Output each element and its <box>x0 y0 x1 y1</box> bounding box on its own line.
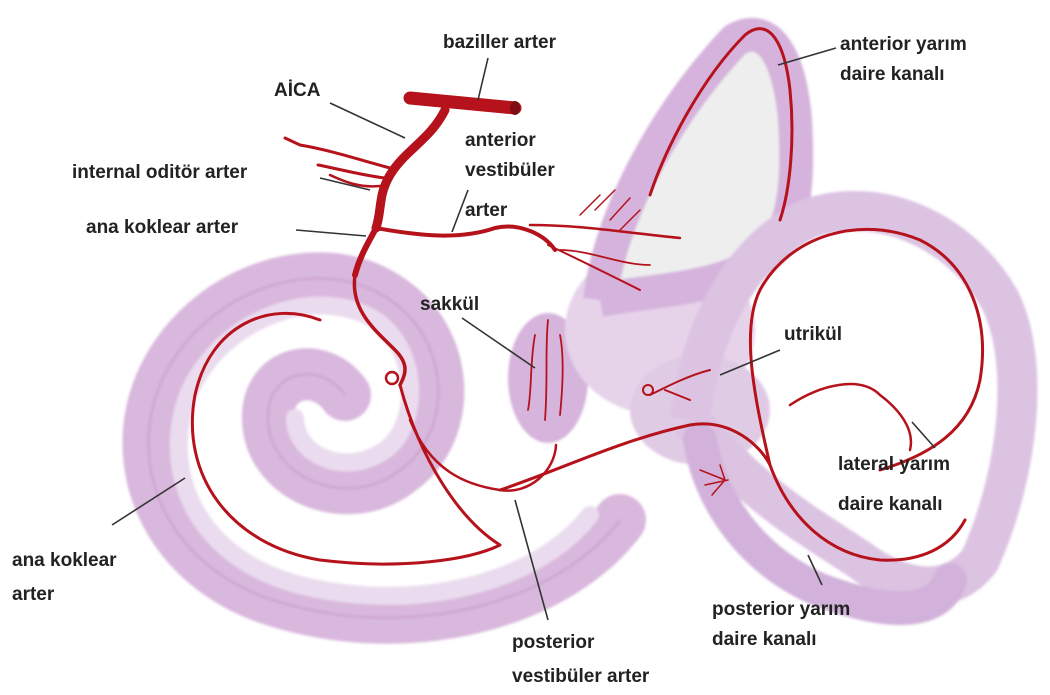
label-ana-koklear-bottom-2: arter <box>12 582 54 607</box>
label-anterior-vestibuler-3: arter <box>465 198 507 223</box>
cochlear-loop <box>386 372 398 384</box>
leader-baziller <box>478 58 488 100</box>
label-posterior-yarim-1: posterior yarım <box>712 597 850 622</box>
label-baziller-arter: baziller arter <box>443 30 556 55</box>
label-anterior-vestibuler-1: anterior <box>465 128 536 153</box>
label-posterior-yarim-2: daire kanalı <box>712 627 817 652</box>
aica-trunk <box>376 110 445 228</box>
label-anterior-yarim-1: anterior yarım <box>840 32 967 57</box>
basilar-artery <box>410 98 515 108</box>
lateral-canal-inner-vessel <box>790 384 911 450</box>
label-anterior-vestibuler-2: vestibüler <box>465 158 555 183</box>
label-lateral-yarim-1: lateral yarım <box>838 452 950 477</box>
label-utrikul: utrikül <box>784 322 842 347</box>
label-ana-koklear-bottom-1: ana koklear <box>12 548 117 573</box>
label-lateral-yarim-2: daire kanalı <box>838 492 943 517</box>
leader-lateral-yarim <box>912 422 935 448</box>
label-internal-oditor-arter: internal oditör arter <box>72 160 247 185</box>
leader-ana-koklear-top <box>296 230 366 236</box>
label-sakkul: sakkül <box>420 292 479 317</box>
leader-aica <box>330 103 405 138</box>
label-anterior-yarim-2: daire kanalı <box>840 62 945 87</box>
membranous-labyrinth <box>148 35 1017 618</box>
label-aica: AİCA <box>274 78 320 103</box>
aica-branch-1 <box>285 138 390 168</box>
aica-branch-2 <box>318 165 385 178</box>
basilar-artery-end <box>510 101 520 115</box>
label-ana-koklear-arter-top: ana koklear arter <box>86 215 238 240</box>
label-posterior-vestibuler-2: vestibüler arter <box>512 664 649 689</box>
leader-internal <box>320 178 370 190</box>
anterior-vestibular-artery <box>376 227 555 250</box>
label-posterior-vestibuler-1: posterior <box>512 630 594 655</box>
